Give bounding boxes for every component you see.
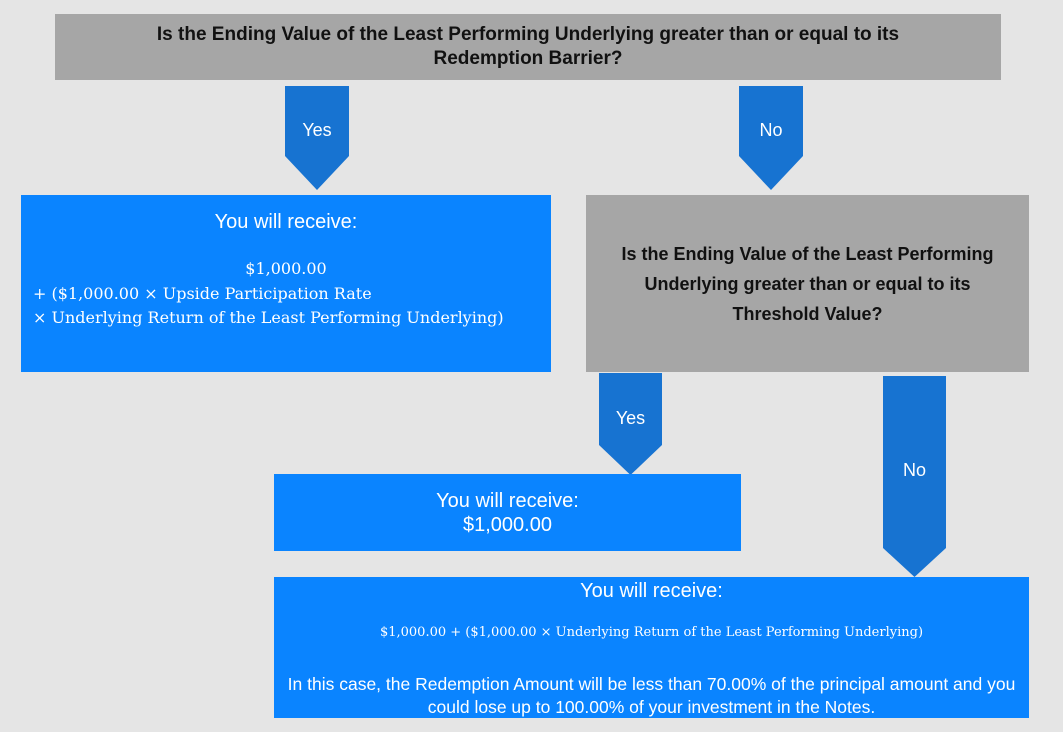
result-above-barrier-line3: × Underlying Return of the Least Perform… — [33, 308, 504, 327]
question-redemption-barrier: Is the Ending Value of the Least Perform… — [55, 14, 1001, 80]
question-threshold-value-text: Is the Ending Value of the Least Perform… — [621, 243, 994, 324]
result-above-threshold-amount: $1,000.00 — [463, 514, 552, 536]
arrow-down-icon — [285, 86, 349, 190]
result-above-threshold-heading: You will receive: — [436, 490, 579, 512]
question-redemption-barrier-text: Is the Ending Value of the Least Perform… — [156, 24, 900, 69]
result-above-threshold: You will receive: $1,000.00 — [274, 474, 741, 551]
arrow-q1-yes: Yes — [285, 86, 349, 190]
arrow-q1-no-label: No — [759, 120, 783, 140]
arrow-q1-no: No — [739, 86, 803, 190]
arrow-down-icon — [739, 86, 803, 190]
arrow-down-icon — [599, 373, 662, 475]
result-above-barrier-heading: You will receive: — [214, 211, 358, 233]
arrow-q1-yes-label: Yes — [302, 120, 332, 140]
question-threshold-value: Is the Ending Value of the Least Perform… — [586, 195, 1029, 372]
result-below-threshold-heading: You will receive: — [580, 580, 723, 602]
arrow-q2-yes-label: Yes — [615, 408, 646, 428]
arrow-down-icon — [883, 376, 946, 577]
arrow-q2-no-label: No — [902, 460, 926, 480]
arrow-q2-no: No — [883, 376, 946, 577]
result-above-barrier-line2: + ($1,000.00 × Upside Participation Rate — [33, 284, 372, 303]
result-below-threshold-note: In this case, the Redemption Amount will… — [287, 674, 1016, 717]
result-below-threshold-formula: $1,000.00 + ($1,000.00 × Underlying Retu… — [379, 625, 924, 640]
result-below-threshold: You will receive: $1,000.00 + ($1,000.00… — [274, 577, 1029, 718]
arrow-q2-yes: Yes — [599, 373, 662, 475]
result-above-barrier: You will receive: $1,000.00 + ($1,000.00… — [21, 195, 551, 372]
result-above-barrier-line1: $1,000.00 — [245, 259, 327, 278]
